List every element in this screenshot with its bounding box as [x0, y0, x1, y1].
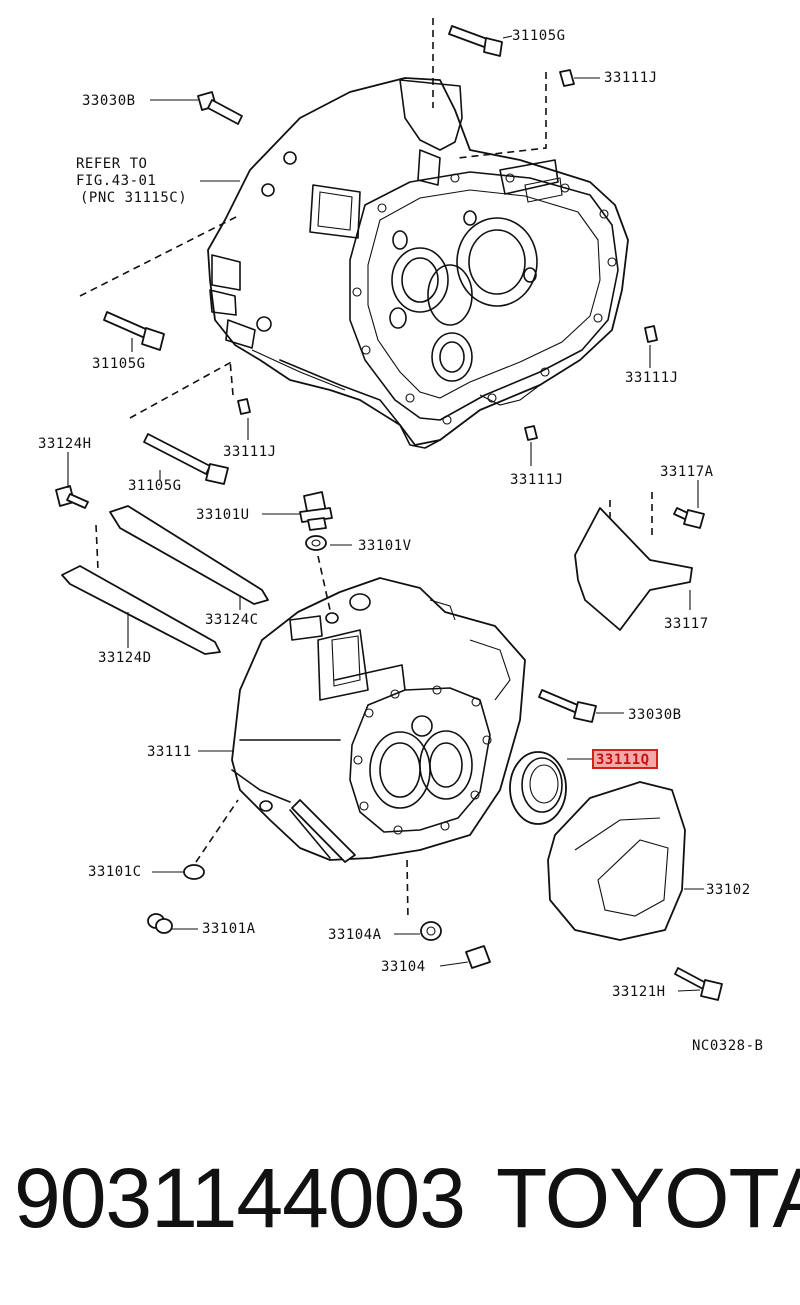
label-33124d: 33124D — [98, 650, 152, 666]
label-33111j-top: 33111J — [604, 70, 658, 86]
part-number: 9031144003 — [14, 1151, 466, 1245]
brand-name: TOYOTA — [496, 1151, 800, 1245]
highlight-box-33111q — [592, 749, 658, 769]
label-33111j-low: 33111J — [510, 472, 564, 488]
lower-small-parts — [55, 485, 723, 1001]
label-33111q-highlighted: 33111Q — [596, 752, 650, 768]
label-33102: 33102 — [706, 882, 751, 898]
label-33104: 33104 — [381, 959, 426, 975]
upper-dashed-guides — [79, 18, 547, 419]
label-33030b-top: 33030B — [82, 93, 136, 109]
leader-lines — [67, 35, 704, 992]
label-refer-to: REFER TO — [76, 156, 147, 172]
label-33124h: 33124H — [38, 436, 92, 452]
label-33117a: 33117A — [660, 464, 714, 480]
label-33124c: 33124C — [205, 612, 259, 628]
transaxle-housing-drawing — [103, 25, 658, 485]
label-33101v: 33101V — [358, 538, 412, 554]
label-33121h: 33121H — [612, 984, 666, 1000]
label-33101c: 33101C — [88, 864, 142, 880]
transmission-case-drawing — [231, 577, 526, 863]
label-33111j-right: 33111J — [625, 370, 679, 386]
callout-labels: 31105G 33111J 33030B REFER TO FIG.43-01 … — [38, 28, 763, 1054]
label-33030b-low: 33030B — [628, 707, 682, 723]
label-33117: 33117 — [664, 616, 709, 632]
label-31105g-mid: 31105G — [92, 356, 146, 372]
label-33101u: 33101U — [196, 507, 250, 523]
label-33104a: 33104A — [328, 927, 382, 943]
label-31105g-top: 31105G — [512, 28, 566, 44]
label-31105g-low: 31105G — [128, 478, 182, 494]
label-33111j-mid: 33111J — [223, 444, 277, 460]
transmission-case-exploded-diagram: 31105G 33111J 33030B REFER TO FIG.43-01 … — [38, 18, 763, 1054]
label-diagram-code: NC0328-B — [692, 1038, 763, 1054]
product-footer: 9031144003 TOYOTA — [0, 1150, 800, 1260]
label-33111: 33111 — [147, 744, 192, 760]
label-refer-fig: FIG.43-01 — [76, 173, 156, 189]
label-refer-pnc: (PNC 31115C) — [80, 190, 187, 206]
label-33101a: 33101A — [202, 921, 256, 937]
